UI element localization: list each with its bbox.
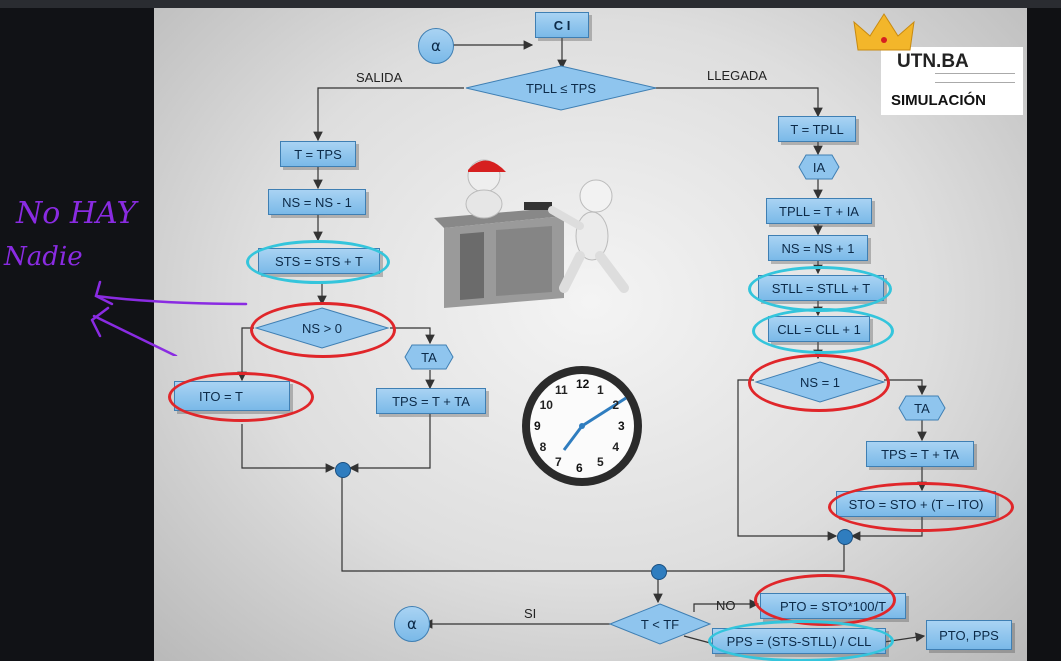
highlight-ito [168,372,314,422]
tps-right-label: TPS = T + TA [881,446,959,462]
hex-ta-left: TA [404,344,454,370]
decision-t-lt-tf: T < TF [608,602,712,646]
alpha-bottom-label: α [407,615,417,633]
clock-number: 2 [612,398,620,412]
t-tpll-label: T = TPLL [790,121,844,137]
box-tps-left: TPS = T + TA [376,388,486,414]
logo-course: SIMULACIÓN [891,92,986,109]
salida-label: SALIDA [356,70,403,85]
clock-number: 5 [597,455,604,470]
hex-ia: IA [798,154,840,180]
si-label: SI [524,606,537,621]
merge-connector-bottom [651,564,667,580]
ta-left-label: TA [421,349,437,365]
annotation-line2: Nadie [4,242,83,272]
clock-number: 8 [539,440,547,454]
alpha-label: α [431,37,441,55]
highlight-ns-gt0 [250,302,396,358]
clock-number: 6 [576,461,583,475]
clock-number: 10 [539,398,553,412]
utn-logo: UTN.BA SIMULACIÓN [881,47,1023,115]
box-tps-right: TPS = T + TA [866,441,974,467]
right-margin [1027,8,1061,661]
tpll-calc-label: TPLL = T + IA [779,203,859,219]
logo-brand: UTN.BA [897,51,969,72]
clock-number: 7 [555,455,562,470]
clock-number: 3 [618,419,625,433]
highlight-pps [708,620,894,661]
ta-right-label: TA [914,400,930,416]
logo-subtext [935,73,1015,83]
window-top-bar [0,0,1061,8]
clock-number: 4 [612,440,620,454]
alpha-connector-top: α [418,28,454,64]
highlight-ns-eq1 [748,354,890,412]
highlight-pto [754,574,896,626]
box-t-tps: T = TPS [280,141,356,167]
box-t-tpll: T = TPLL [778,116,856,142]
tps-left-label: TPS = T + TA [392,393,470,409]
clock-illustration [522,366,642,486]
clock-number: 1 [597,382,604,397]
highlight-cll [752,308,894,354]
crown-icon [853,13,915,51]
no-label: NO [716,598,736,613]
decision-main-label: TPLL ≤ TPS [526,80,596,96]
highlight-stll [748,266,892,312]
clock-number: 11 [555,382,568,397]
t-lt-tf-label: T < TF [640,616,680,632]
left-margin [0,8,154,661]
slide-canvas: α C I TPLL ≤ TPS SALIDA LLEGADA T = TPS … [154,8,1027,661]
highlight-sto [828,482,1014,532]
start-box-ci: C I [535,12,589,38]
clock-number: 12 [576,377,590,391]
box-ns-minus: NS = NS - 1 [268,189,366,215]
merge-connector-left [335,462,351,478]
box-tpll-calc: TPLL = T + IA [766,198,872,224]
ia-label: IA [812,159,826,175]
output-pto-pps: PTO, PPS [926,620,1012,650]
highlight-sts [246,240,390,284]
service-desk-illustration [434,159,629,308]
decision-tpll-tps: TPLL ≤ TPS [464,64,658,112]
box-ns-plus: NS = NS + 1 [768,235,868,261]
ns-minus-label: NS = NS - 1 [282,194,352,210]
alpha-connector-bottom: α [394,606,430,642]
clock-number: 9 [534,419,541,433]
flow-lines [237,38,927,645]
ns-plus-label: NS = NS + 1 [781,240,855,256]
ci-label: C I [553,17,571,33]
t-tps-label: T = TPS [294,146,342,162]
annotation-line1: No HAY [16,196,137,231]
merge-connector-right [837,529,853,545]
handwritten-arrows [90,280,248,356]
hex-ta-right: TA [898,395,946,421]
output-label: PTO, PPS [939,627,999,643]
llegada-label: LLEGADA [707,68,767,83]
